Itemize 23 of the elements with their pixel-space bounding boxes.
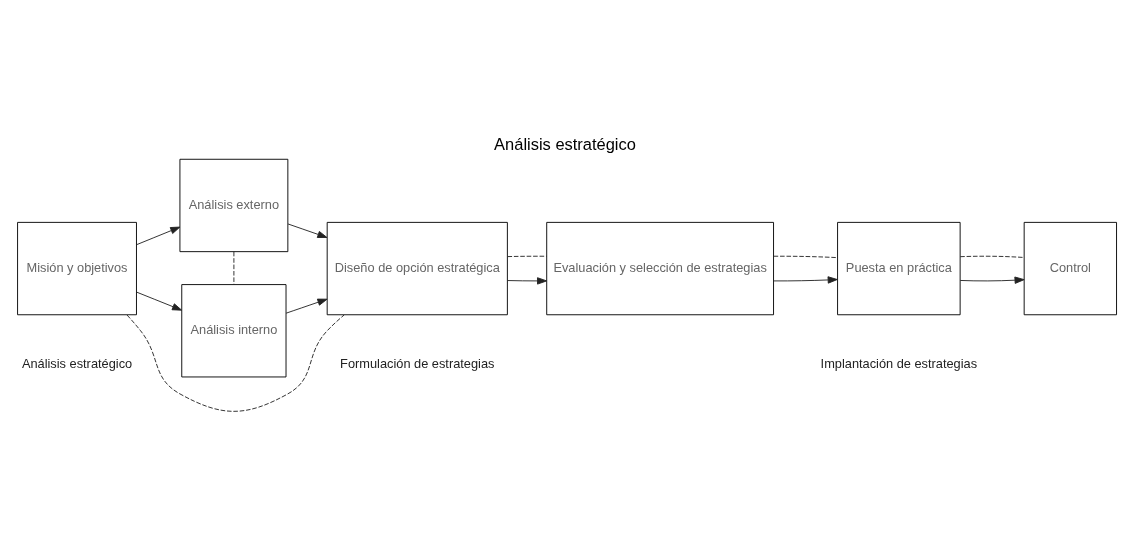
connector xyxy=(959,255,1025,258)
arrow xyxy=(507,276,548,285)
node-box: Misión y objetivos xyxy=(17,221,137,315)
diagram-title: Análisis estratégico xyxy=(494,134,636,153)
label: Formulación de estrategias xyxy=(340,355,495,371)
connector xyxy=(507,255,548,257)
arrow xyxy=(959,276,1025,284)
node-box: Evaluación y selección de estrategias xyxy=(546,221,774,315)
connector xyxy=(126,314,345,412)
arrow xyxy=(136,226,181,245)
node-box: Análisis interno xyxy=(181,283,287,377)
arrow xyxy=(773,275,838,284)
connector xyxy=(233,250,235,285)
label: Implantación de estrategias xyxy=(820,355,978,371)
node-box: Análisis externo xyxy=(179,158,289,252)
arrow xyxy=(136,291,183,311)
node-box: Puesta en práctica xyxy=(837,221,961,315)
connector xyxy=(773,255,838,258)
arrow xyxy=(285,298,328,314)
node-box: Control xyxy=(1023,221,1117,315)
node-box: Diseño de opción estratégica xyxy=(326,221,508,315)
arrow xyxy=(287,223,328,238)
label: Análisis estratégico xyxy=(21,355,133,371)
